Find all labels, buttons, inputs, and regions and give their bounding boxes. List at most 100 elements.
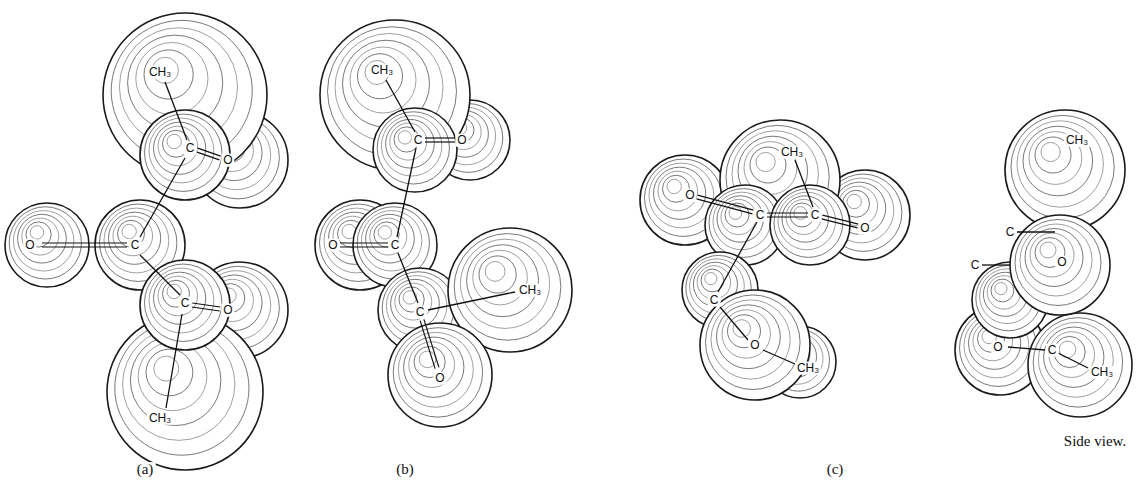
- atom-label: C: [1046, 344, 1059, 357]
- shading-ring: [1041, 142, 1060, 161]
- atom-label: O: [858, 222, 871, 235]
- shading-ring: [145, 114, 222, 191]
- double-bond-line: [340, 246, 388, 247]
- shading-ring: [113, 216, 153, 256]
- shading-ring: [361, 211, 421, 271]
- shading-ring: [18, 214, 67, 263]
- shading-ring: [1044, 327, 1104, 387]
- shading-ring: [30, 226, 43, 239]
- double-bond-line: [340, 242, 388, 243]
- group-label: CH₃: [517, 284, 543, 297]
- bond-line: [386, 80, 415, 132]
- panel-caption: (c): [825, 462, 846, 478]
- double-bond-line: [767, 212, 808, 213]
- shading-ring: [419, 351, 436, 368]
- atom-sphere: [770, 185, 850, 265]
- atom-sphere: [1028, 313, 1132, 417]
- model-b: [315, 20, 572, 427]
- shading-ring: [154, 356, 179, 381]
- shading-ring: [774, 189, 843, 258]
- shading-ring: [706, 295, 801, 390]
- double-bond-line: [425, 137, 455, 138]
- bond-line: [982, 264, 1010, 265]
- shading-ring: [22, 218, 59, 255]
- shading-ring: [13, 211, 73, 271]
- double-bond-line: [198, 148, 221, 156]
- atom-label: O: [326, 239, 339, 252]
- atom-sphere: [388, 323, 492, 427]
- bond-line: [165, 82, 187, 140]
- shading-ring: [409, 342, 455, 388]
- double-bond-line: [696, 199, 752, 214]
- atom-label: C: [129, 239, 142, 252]
- double-bond-line: [192, 303, 220, 307]
- atom-sphere: [1005, 110, 1125, 230]
- shading-ring: [154, 272, 206, 324]
- shading-ring: [390, 123, 427, 160]
- bond-line: [1008, 347, 1045, 350]
- sphere-outline: [103, 13, 267, 177]
- bond-line: [718, 222, 757, 292]
- double-bond-line: [767, 216, 808, 217]
- sphere-outline: [1005, 110, 1125, 230]
- shading-ring: [756, 152, 775, 171]
- shading-ring: [991, 279, 1014, 302]
- shading-ring: [122, 224, 136, 238]
- atom-label: C: [809, 209, 822, 222]
- shading-ring: [460, 239, 549, 328]
- atom-label: O: [1055, 256, 1068, 269]
- shading-ring: [705, 273, 717, 285]
- atom-sphere: [1010, 215, 1110, 315]
- model-c-front: [640, 120, 910, 400]
- atom-label: C: [969, 259, 982, 272]
- shading-ring: [1023, 126, 1093, 196]
- double-bond-line: [42, 246, 127, 247]
- shading-ring: [104, 208, 169, 273]
- bond-line: [763, 350, 795, 364]
- sphere-outline: [140, 110, 230, 200]
- atom-sphere: [140, 110, 230, 200]
- shading-ring: [1025, 229, 1083, 287]
- atom-label: O: [683, 189, 696, 202]
- atom-sphere: [5, 203, 89, 287]
- shading-ring: [378, 226, 391, 239]
- shading-ring: [391, 279, 440, 328]
- bond-line: [140, 255, 180, 295]
- shading-ring: [393, 328, 482, 417]
- shading-ring: [467, 245, 539, 317]
- shading-ring: [658, 171, 698, 211]
- shading-ring: [1038, 322, 1113, 397]
- atom-sphere: [140, 260, 230, 350]
- panel-caption: (a): [135, 462, 156, 478]
- bond-line: [1058, 353, 1088, 368]
- atom-label: O: [221, 154, 234, 167]
- shading-ring: [1020, 224, 1092, 296]
- shading-ring: [145, 264, 222, 341]
- double-bond-line: [424, 319, 439, 367]
- atom-label: O: [433, 372, 446, 385]
- shading-ring: [485, 261, 505, 281]
- atom-label: C: [1004, 226, 1017, 239]
- bond-line: [140, 158, 185, 237]
- bond-line: [795, 160, 813, 207]
- atom-label: O: [221, 304, 234, 317]
- double-bond-line: [822, 215, 858, 224]
- shading-ring: [1017, 121, 1103, 207]
- shading-ring: [358, 54, 403, 99]
- shading-ring: [1030, 233, 1074, 277]
- group-label: CH₃: [147, 412, 173, 425]
- shading-ring: [847, 194, 861, 208]
- sphere-outline: [1028, 313, 1132, 417]
- group-label: CH₃: [369, 64, 395, 77]
- shading-ring: [726, 125, 829, 228]
- double-bond-line: [698, 195, 754, 210]
- double-bond-line: [822, 219, 858, 228]
- atom-label: C: [754, 209, 767, 222]
- shading-ring: [395, 283, 432, 320]
- atom-label: C: [184, 142, 197, 155]
- atom-label: O: [748, 339, 761, 352]
- shading-ring: [167, 134, 181, 148]
- shading-ring: [1015, 220, 1101, 306]
- sphere-outline: [388, 323, 492, 427]
